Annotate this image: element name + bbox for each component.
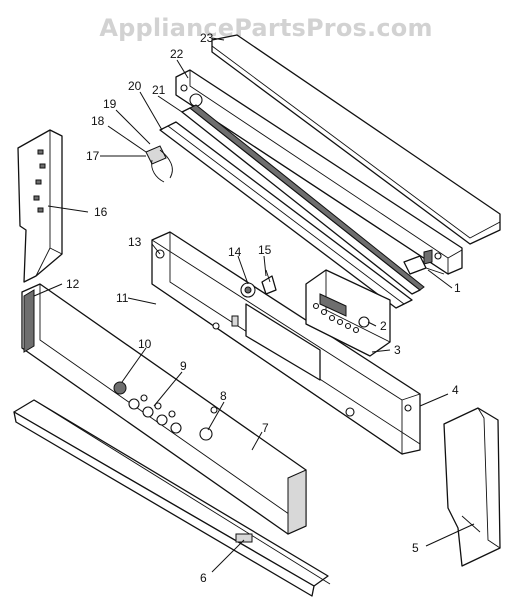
callout-2: 2 [380,319,387,333]
callout-15: 15 [258,243,272,257]
part-9-knob-set [128,394,182,434]
part-15-switch [261,269,277,295]
callout-5: 5 [412,541,419,555]
callout-23: 23 [200,31,214,45]
callout-16: 16 [94,205,108,219]
callout-9: 9 [180,359,187,373]
callout-17: 17 [86,149,100,163]
part-20-channel [159,121,413,309]
part-23-trim-cover [211,34,501,245]
callout-6: 6 [200,571,207,585]
callout-11: 11 [116,291,129,305]
part-10-knob [113,381,127,395]
callout-19: 19 [103,97,117,111]
part-17-thermostat-probe [145,145,173,183]
part-22-backguard-rail [175,69,463,275]
callout-18: 18 [91,114,105,128]
part-16-left-end-cap [17,129,63,283]
part-2-clock-control [305,269,391,357]
callout-4: 4 [452,383,459,397]
part-12-panel-frame [21,283,307,535]
callout-13: 13 [128,235,142,249]
callout-8: 8 [220,389,227,403]
site-watermark: AppliancePartsPros.com [99,14,433,42]
callout-12: 12 [66,277,80,291]
part-1-bracket [403,255,445,275]
callout-20: 20 [128,79,142,93]
callout-1: 1 [454,281,461,295]
callout-22: 22 [170,47,184,61]
callout-14: 14 [228,245,242,259]
part-14-switch [240,282,256,298]
leader-lines [33,37,475,573]
part-6-bottom-trim [13,399,331,597]
callout-3: 3 [394,343,401,357]
callout-labels: 23 22 21 20 19 18 17 16 13 14 15 1 2 3 1… [66,31,461,585]
part-7-glass-panel [287,469,307,535]
part-5-right-end-cap [443,407,501,567]
callout-10: 10 [138,337,152,351]
callout-21: 21 [152,83,166,97]
part-21-trim-strip [181,104,425,295]
callout-7: 7 [262,421,269,435]
part-8-knob [199,406,218,441]
